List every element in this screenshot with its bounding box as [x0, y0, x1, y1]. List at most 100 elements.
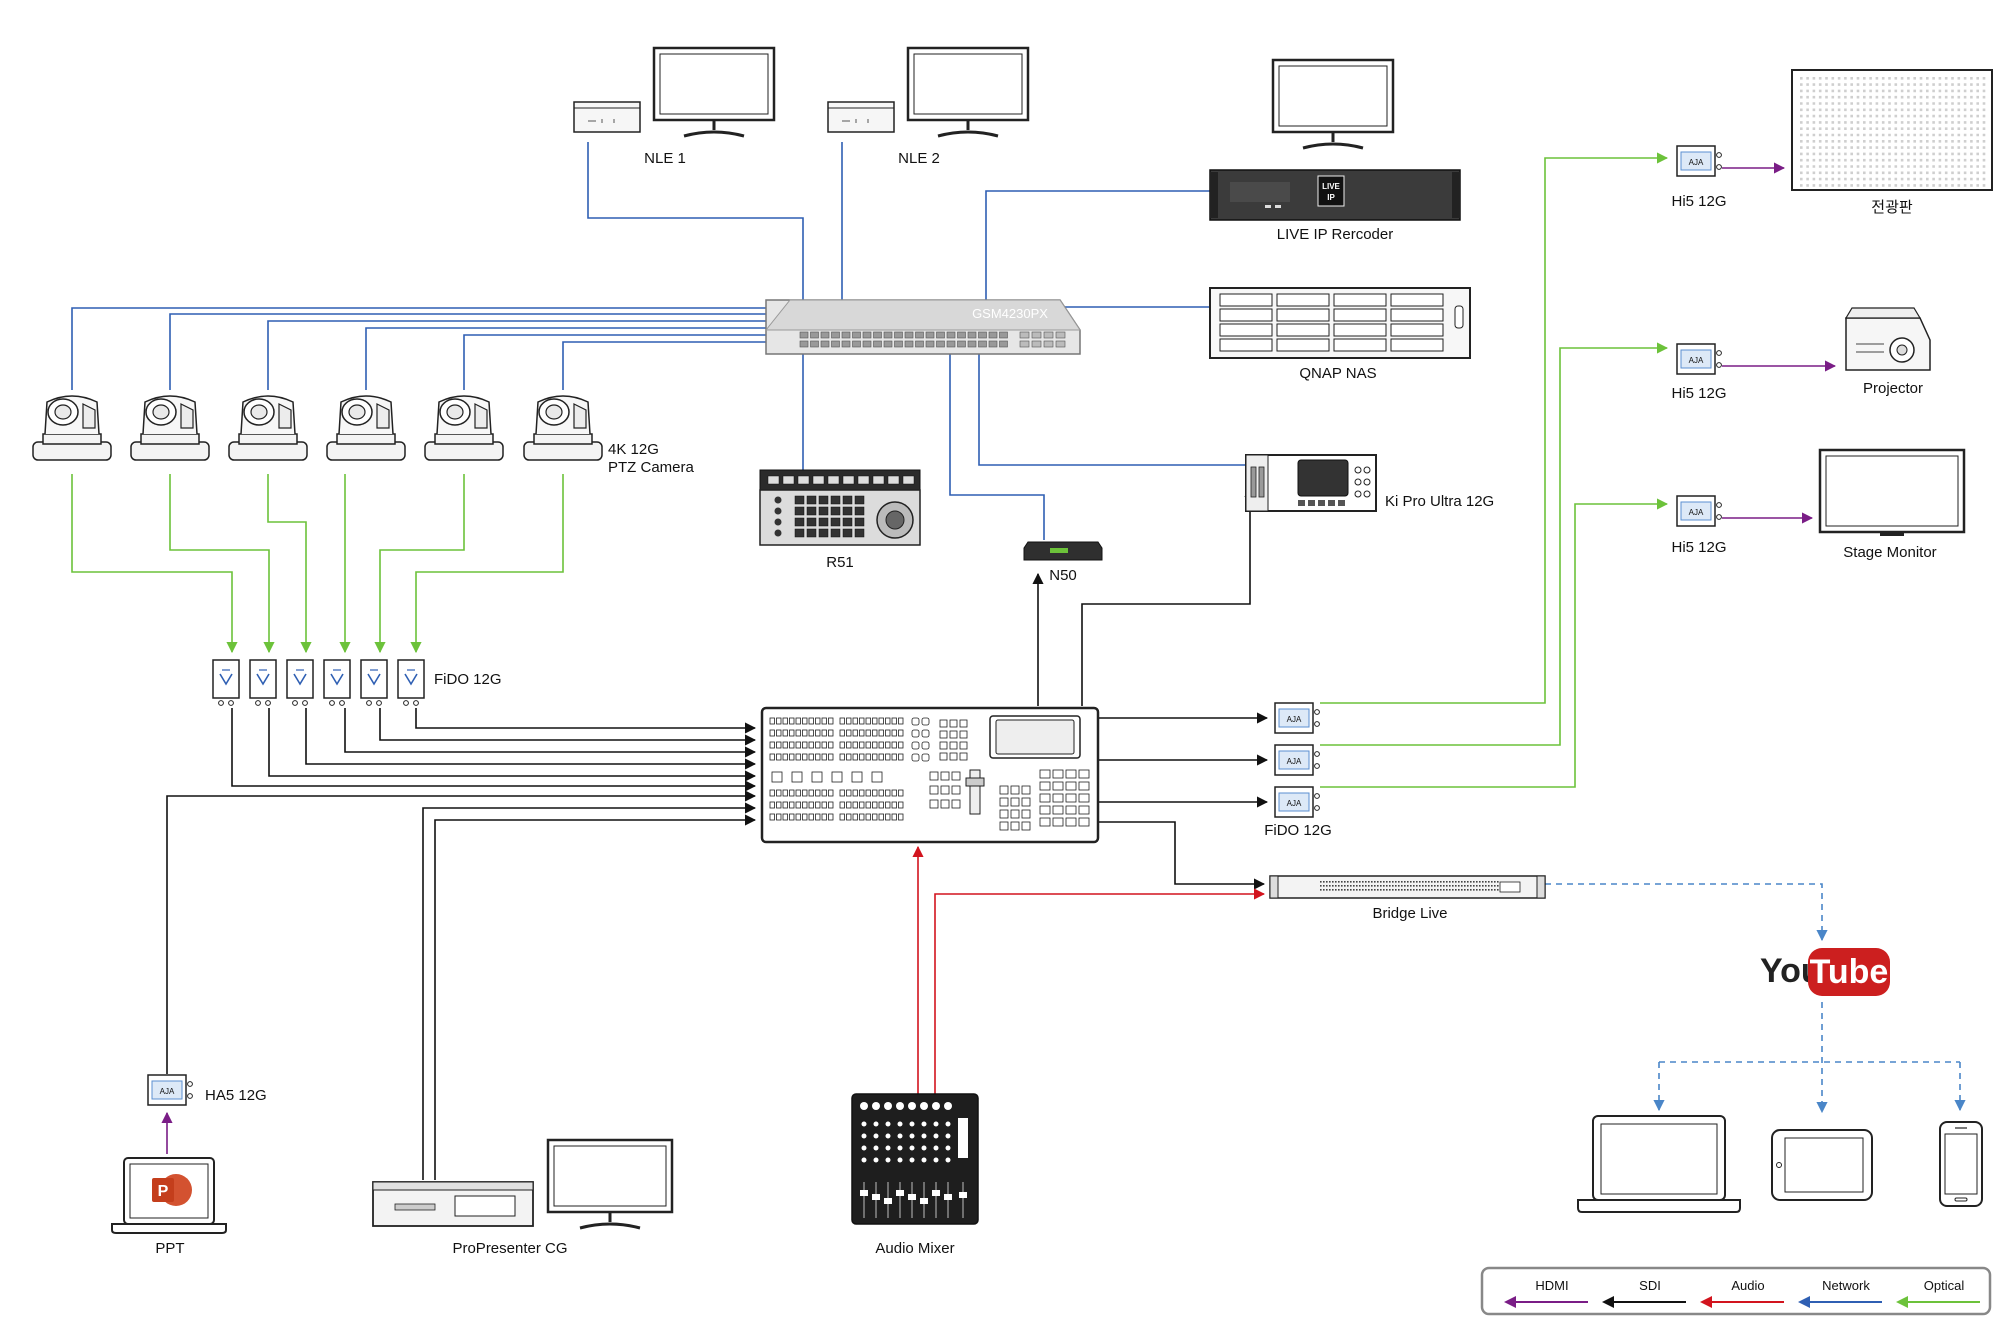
live-badge-line1: LIVE: [1322, 182, 1340, 191]
legend: HDMI SDI Audio Network Optical: [1480, 1266, 1992, 1316]
laptop-viewer: [1577, 1115, 1741, 1213]
ha5-converter: HA5 12G: [147, 1074, 267, 1106]
network-switch: GSM4230PX: [764, 299, 1081, 355]
sdi-links: [166, 485, 1269, 1180]
live-ip-recorder: LIVE IP LIVE IP Rercoder: [1209, 58, 1461, 243]
legend-arrow-sdi: [1602, 1296, 1614, 1308]
ha5-label: HA5 12G: [205, 1087, 267, 1104]
bridge-live-label: Bridge Live: [1372, 905, 1447, 922]
fido-output-group: FiDO 12G: [1264, 702, 1332, 839]
optical-links: [71, 152, 1669, 788]
nle1-label: NLE 1: [644, 150, 686, 167]
led-display-board: 전광판: [1791, 69, 1993, 216]
nle2-label: NLE 2: [898, 150, 940, 167]
legend-arrow-hdmi: [1504, 1296, 1516, 1308]
bridge-live: Bridge Live: [1269, 875, 1546, 922]
fido-out-label: FiDO 12G: [1264, 822, 1332, 839]
legend-label-sdi: SDI: [1639, 1278, 1661, 1293]
nle1-monitor: [652, 46, 776, 138]
propresenter-label: ProPresenter CG: [452, 1240, 567, 1257]
legend-items: HDMI SDI Audio Network Optical: [1504, 1278, 1980, 1308]
fido-out-2: [1274, 744, 1321, 776]
kipro-knobs: [1298, 466, 1371, 506]
legend-label-optical: Optical: [1924, 1278, 1965, 1293]
youtube-tube-text: Tube: [1810, 953, 1889, 991]
stream-links: [1545, 883, 1966, 1114]
legend-arrow-optical: [1896, 1296, 1908, 1308]
tablet-viewer: [1771, 1129, 1873, 1201]
network-links: [71, 142, 1248, 540]
ppt-laptop: P PPT: [111, 1157, 227, 1257]
legend-arrow-network: [1798, 1296, 1810, 1308]
live-ip-monitor: [1271, 58, 1395, 150]
nle1-workstation: NLE 1: [573, 46, 776, 167]
camera-label-line2: PTZ Camera: [608, 459, 695, 476]
ptz-camera-2: [130, 395, 210, 461]
ptz-camera-1: [32, 395, 112, 461]
ptz-camera-5: [424, 395, 504, 461]
switch-model-label: GSM4230PX: [972, 306, 1048, 321]
fido-in-6: [397, 659, 425, 707]
audio-mixer-label: Audio Mixer: [875, 1240, 954, 1257]
ptz-camera-6: [523, 395, 603, 461]
r51-label: R51: [826, 554, 854, 571]
nle2-mini-pc: [827, 101, 895, 133]
switch-ports: [799, 331, 1066, 348]
led-dots: [1800, 77, 1986, 187]
ppt-label: PPT: [155, 1240, 184, 1257]
audio-mixer: Audio Mixer: [851, 1093, 979, 1257]
legend-arrow-audio: [1700, 1296, 1712, 1308]
phone-viewer: [1939, 1121, 1983, 1207]
youtube-logo: You Tube: [1760, 948, 1890, 996]
legend-label-audio: Audio: [1731, 1278, 1764, 1293]
nle1-mini-pc: [573, 101, 641, 133]
nle2-workstation: NLE 2: [827, 46, 1030, 167]
svg-text:P: P: [158, 1183, 169, 1200]
fido-in-label: FiDO 12G: [434, 671, 502, 688]
r51-keys: [767, 475, 915, 538]
fido-in-2: [249, 659, 277, 707]
camera-label-line1: 4K 12G: [608, 441, 659, 458]
live-ip-label: LIVE IP Rercoder: [1277, 226, 1393, 243]
legend-label-network: Network: [1822, 1278, 1870, 1293]
bridge-grille: [1320, 881, 1521, 893]
qnap-label: QNAP NAS: [1299, 365, 1376, 382]
live-badge-line2: IP: [1327, 193, 1335, 202]
projector: Projector: [1844, 307, 1931, 397]
hi5-3: Hi5 12G: [1671, 495, 1727, 556]
projector-label: Projector: [1863, 380, 1923, 397]
production-switcher: [760, 706, 1100, 844]
fido-in-4: [323, 659, 351, 707]
fido-out-1: [1274, 702, 1321, 734]
youtube-red-box: [1808, 948, 1890, 996]
legend-label-hdmi: HDMI: [1535, 1278, 1568, 1293]
hdmi-links: [161, 162, 1837, 1154]
propresenter-cg: ProPresenter CG: [372, 1138, 674, 1257]
fido-in-3: [286, 659, 314, 707]
qnap-nas: QNAP NAS: [1209, 287, 1471, 382]
fido-input-group: FiDO 12G: [212, 659, 502, 707]
stage-monitor-label: Stage Monitor: [1843, 544, 1936, 561]
kipro-ultra-12g: Ki Pro Ultra 12G: [1245, 454, 1494, 512]
fido-in-5: [360, 659, 388, 707]
fido-in-1: [212, 659, 240, 707]
fido-out-3: [1274, 786, 1321, 818]
n50-device: N50: [1023, 541, 1103, 584]
audio-links: [912, 845, 1266, 1094]
ptz-camera-4: [326, 395, 406, 461]
hi5-1: Hi5 12G: [1671, 145, 1727, 210]
stage-monitor: Stage Monitor: [1818, 448, 1966, 561]
nas-drive-bays: [1219, 293, 1444, 352]
kipro-label: Ki Pro Ultra 12G: [1385, 493, 1494, 510]
hi5-3-label: Hi5 12G: [1671, 539, 1726, 556]
n50-label: N50: [1049, 567, 1077, 584]
nle2-monitor: [906, 46, 1030, 138]
switcher-keys: [769, 717, 1090, 831]
r51-controller: R51: [759, 469, 921, 571]
mixer-controls: [860, 1102, 968, 1218]
hi5-1-label: Hi5 12G: [1671, 193, 1726, 210]
hi5-2: Hi5 12G: [1671, 343, 1727, 402]
display-board-label: 전광판: [1871, 199, 1913, 216]
hi5-2-label: Hi5 12G: [1671, 385, 1726, 402]
